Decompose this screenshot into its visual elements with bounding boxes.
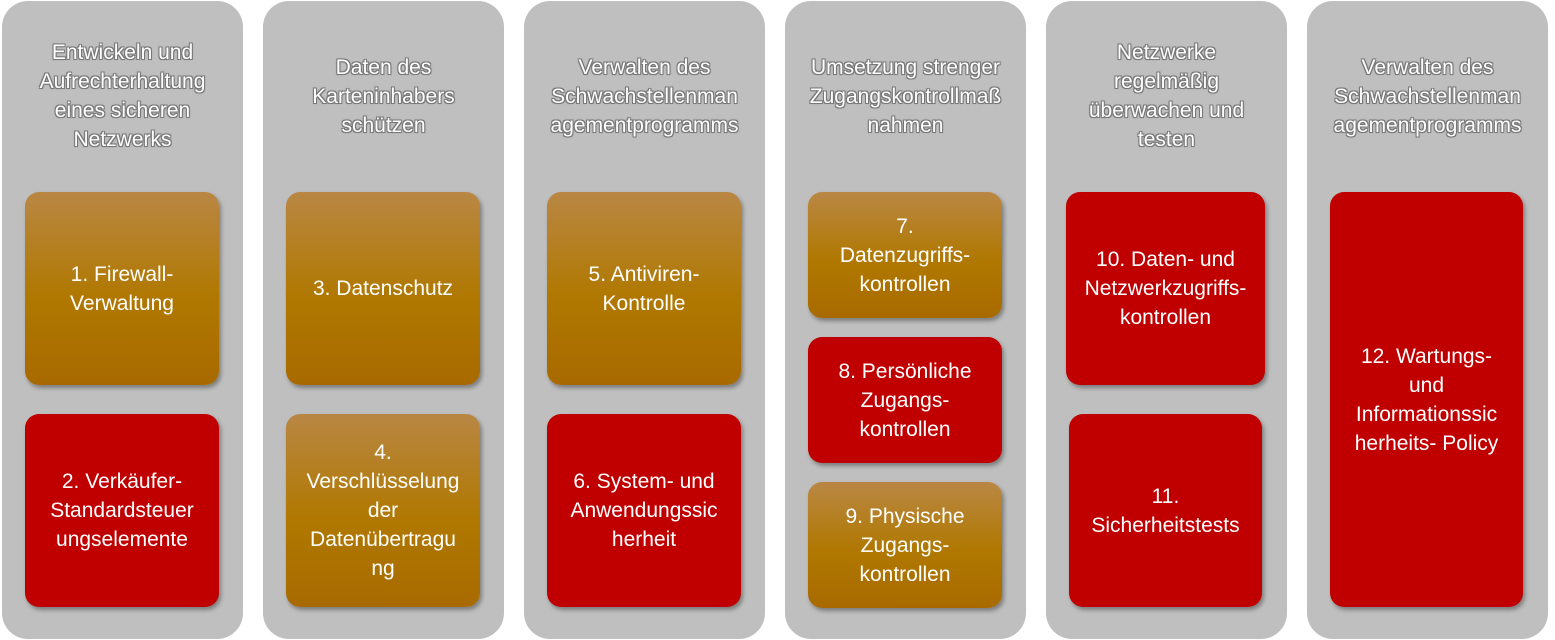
column-build-secure-network: Entwickeln und Aufrechterhaltung eines s… [2, 1, 243, 639]
requirement-1-box: 1. Firewall- Verwaltung [25, 192, 219, 385]
column-protect-cardholder-data: Daten des Karteninhabers schützen 3. Dat… [263, 1, 504, 639]
column-title: Netzwerke regelmäßig überwachen und test… [1088, 41, 1245, 151]
requirement-11-box: 11. Sicherheitstests [1069, 414, 1262, 607]
requirement-5-box: 5. Antiviren- Kontrolle [547, 192, 741, 385]
requirement-8-box: 8. Persönliche Zugangs- kontrollen [808, 337, 1002, 463]
requirement-7-box: 7. Datenzugriffs- kontrollen [808, 192, 1002, 318]
column-title: Umsetzung strenger Zugangskontrollmaß na… [809, 56, 1002, 137]
requirement-9-box: 9. Physische Zugangs- kontrollen [808, 482, 1002, 608]
requirement-2-box: 2. Verkäufer- Standardsteuer ungselement… [25, 414, 219, 607]
column-title: Daten des Karteninhabers schützen [312, 56, 455, 137]
column-vulnerability-management-2: Verwalten des Schwachstellenman agementp… [1307, 1, 1548, 639]
column-vulnerability-management: Verwalten des Schwachstellenman agementp… [524, 1, 765, 639]
requirement-6-box: 6. System- und Anwendungssic herheit [547, 414, 741, 607]
requirement-12-box: 12. Wartungs- und Informationssic herhei… [1330, 192, 1523, 607]
column-access-control: Umsetzung strenger Zugangskontrollmaß na… [785, 1, 1026, 639]
requirement-3-box: 3. Datenschutz [286, 192, 480, 385]
requirement-10-box: 10. Daten- und Netzwerkzugriffs- kontrol… [1066, 192, 1265, 385]
requirement-4-box: 4. Verschlüsselung der Datenübertragu ng [286, 414, 480, 607]
column-title: Verwalten des Schwachstellenman agementp… [550, 56, 739, 137]
column-title: Entwickeln und Aufrechterhaltung eines s… [39, 41, 206, 151]
column-monitor-test-networks: Netzwerke regelmäßig überwachen und test… [1046, 1, 1287, 639]
column-title: Verwalten des Schwachstellenman agementp… [1333, 56, 1522, 137]
